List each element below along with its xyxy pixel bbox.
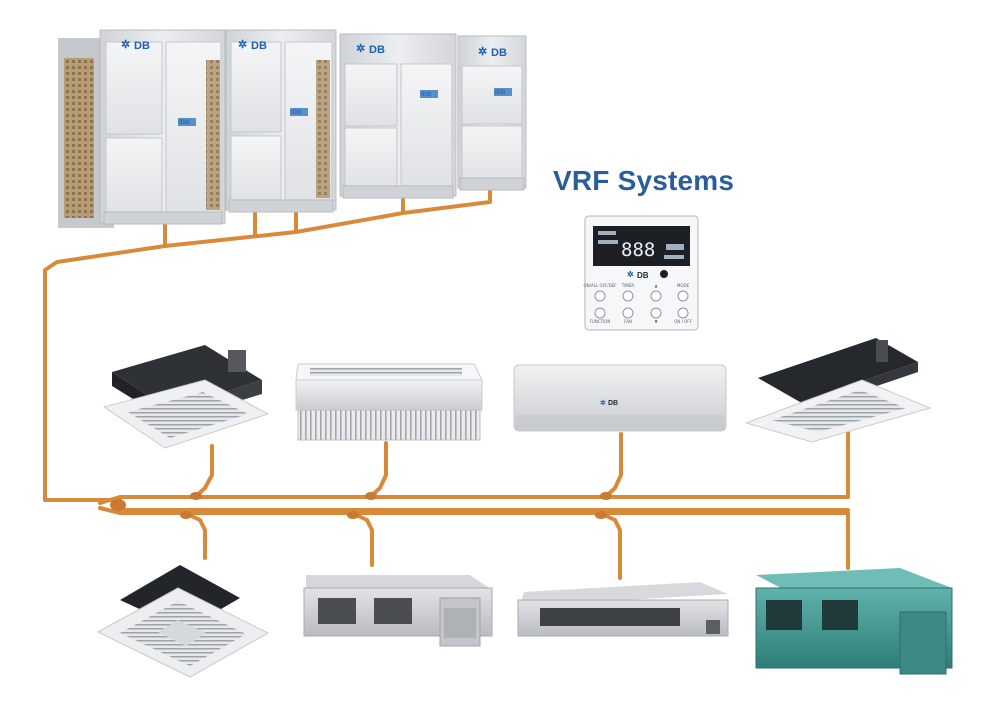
db-logo-icon: ✲	[121, 39, 130, 51]
button-label: ▲	[654, 283, 658, 288]
button-label: MODE	[677, 283, 690, 288]
brand-logo-text: DB	[134, 40, 150, 52]
db-logo-icon: ✲	[600, 399, 606, 407]
slim-ducted-unit	[517, 582, 729, 637]
one-way-cassette-unit	[744, 338, 932, 443]
lcd-digits: 888	[621, 239, 655, 261]
ducted-unit-grey	[303, 575, 493, 647]
vrf-outdoor-unit-icon	[225, 29, 337, 213]
vrf-outdoor-unit-icon	[58, 29, 226, 228]
high-static-ducted-unit	[755, 568, 953, 675]
vrf-outdoor-unit-icon	[339, 33, 457, 199]
brand-logo-text: DB	[491, 47, 507, 59]
button-label: TIMER	[621, 283, 635, 288]
refrigerant-pipes	[43, 188, 850, 580]
button-label: ON / OFF	[674, 319, 692, 324]
outdoor-badge: IDB	[179, 120, 190, 126]
vrf-outdoor-unit-icon	[457, 35, 527, 191]
four-way-cassette-unit	[102, 345, 270, 449]
pipe-joints	[110, 492, 612, 519]
controller-brand: DB	[637, 271, 649, 280]
wired-controller: 888 ✲ DB ON/ALL OFF/DEF TIMER ▲ MODE FUN…	[584, 215, 699, 331]
power-indicator-icon	[660, 270, 668, 278]
brand-logo-text: DB	[251, 40, 267, 52]
outdoor-badge: IDB	[495, 90, 506, 96]
button-label: FAN	[624, 319, 632, 324]
button-label: ▼	[654, 319, 658, 324]
outdoor-badge: IDB	[421, 92, 432, 98]
ceiling-floor-unit	[295, 363, 483, 441]
db-logo-icon: ✲	[238, 39, 247, 51]
wall-split-unit: ✲ DB	[513, 364, 727, 432]
button-label: FUNCTION	[590, 319, 611, 324]
outdoor-units: ✲ DB ✲ DB ✲ DB ✲ DB IDB IDB IDB IDB	[58, 29, 527, 228]
outdoor-badge: IDB	[291, 110, 302, 116]
db-logo-icon: ✲	[478, 46, 487, 58]
split-brand: DB	[608, 400, 618, 407]
db-logo-icon: ✲	[356, 43, 365, 55]
db-logo-icon: ✲	[627, 270, 634, 279]
compact-cassette-unit	[96, 565, 270, 678]
brand-logo-text: DB	[369, 44, 385, 56]
button-label: ON/ALL OFF/DEF	[584, 283, 618, 288]
diagram-title: VRF Systems	[553, 165, 735, 196]
